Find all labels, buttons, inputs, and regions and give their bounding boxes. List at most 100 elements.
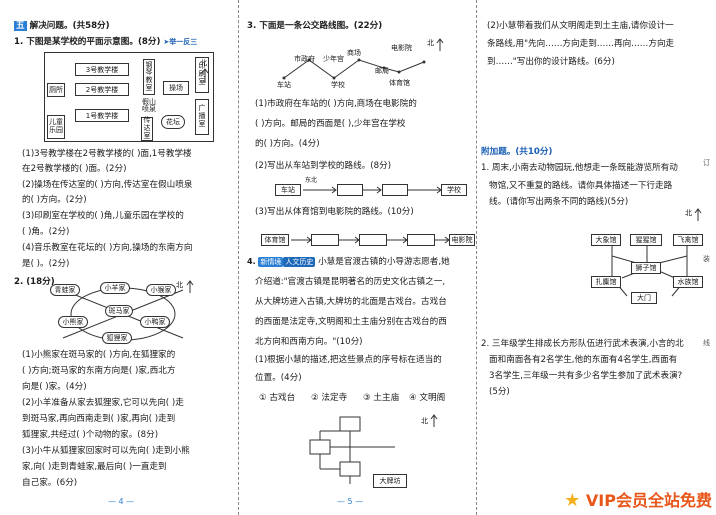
bird-hall: 飞禽馆: [673, 234, 703, 246]
q4-line: 从大牌坊进入古镇,大牌坊的北面是古戏台。古戏台: [255, 297, 447, 307]
route2-start: 体育馆: [261, 234, 289, 246]
mail-room: 传达室: [141, 117, 153, 141]
q3-title: 3. 下面是一条公交路线图。(22分): [247, 21, 383, 31]
fountain: 假山喷泉: [142, 98, 156, 113]
stop-cinema: 电影院: [391, 44, 412, 52]
q4-line: 位置。(4分): [255, 373, 302, 383]
route1-start: 车站: [275, 184, 301, 196]
stop-school: 学校: [331, 81, 345, 89]
page-4-column: 五 解决问题。(共58分) 1. 下图是某学校的平面示意图。(8分) ➤举一反三…: [0, 0, 238, 515]
q3-line: (1)市政府在车站的( )方向,商场在电影院的: [255, 99, 417, 109]
q3-line: 的( )方向。(4分): [255, 139, 320, 149]
toilet: 厕所: [47, 83, 65, 97]
section-heading: 五 解决问题。(共58分): [14, 21, 110, 31]
q4-line: 北方向和西南方向。"(10分): [255, 337, 363, 347]
q1-line: (4)音乐教室在花坛的( )方向,操场的东南方向: [22, 243, 193, 253]
stop-station: 车站: [277, 81, 291, 89]
binding-mark: 订: [703, 159, 710, 167]
kindergarten: 儿童乐园: [47, 115, 65, 139]
binding-mark: 线: [703, 339, 710, 347]
watermark: ★ VIP会员全站免费: [564, 487, 712, 511]
q1-line: 是( )。(2分): [22, 259, 70, 269]
stop-post: 邮局: [375, 67, 389, 75]
q1-line: (3)印刷室在学校的( )角,儿童乐园在学校的: [22, 211, 184, 221]
page-5-column: 3. 下面是一条公交路线图。(22分) 市政府 少年宫 商场 电影院 车站 学校…: [238, 0, 476, 515]
piano-room: 钢琴教室: [143, 59, 155, 95]
gate-box: 大牌坊: [373, 474, 407, 488]
e2-line: 2. 三年级学生排成长方形队伍进行武术表演,小言的北: [481, 339, 684, 349]
e2-line: (5分): [489, 387, 510, 397]
q2-title: 2. (18分): [14, 277, 55, 287]
option-4: ④ 文明阁: [409, 393, 446, 403]
town-diagram: [309, 416, 395, 484]
route1-blank[interactable]: [382, 184, 408, 196]
q1-line: ( )角。(2分): [22, 227, 70, 237]
extra-title: 附加题。(共10分): [481, 147, 553, 157]
q2-line: (2)小羊准备从家去狐狸家,它可以先向( )走: [22, 398, 184, 408]
north-arrow-icon: [186, 280, 194, 293]
option-1: ① 古戏台: [259, 393, 296, 403]
north-arrow-icon: [201, 68, 209, 83]
building-1: 1号教学楼: [75, 109, 129, 122]
frog-home: 青蛙家: [50, 284, 80, 296]
north-label: 北: [200, 59, 207, 67]
print-room: 印刷室: [195, 57, 209, 93]
q4-first-line: 小慧是官渡古镇的小导游志愿者,她: [318, 257, 450, 267]
building-3: 3号教学楼: [75, 63, 129, 76]
page-number: — 5 —: [337, 497, 364, 506]
north-label: 北: [685, 209, 692, 217]
bus-route-lines: [282, 58, 426, 80]
stop-youth: 少年宫: [323, 55, 344, 63]
section-title: 解决问题。(共58分): [29, 21, 110, 31]
q1-line: (1)3号教学楼在2号教学楼的( )面,1号教学楼: [22, 149, 192, 159]
elephant-hall: 大象馆: [591, 234, 621, 246]
q4-line: 介绍道:"官渡古镇是昆明著名的历史文化古镇之一,: [255, 277, 446, 287]
stop-mall: 商场: [347, 49, 361, 57]
north-arrow-icon: [436, 38, 444, 51]
route2-blank[interactable]: [359, 234, 387, 246]
e1-line: 物馆,又不重复的路线。请你具体描述一下行走路: [489, 181, 673, 191]
q4-2-line: 到……"写出你的设计路线。(6分): [487, 57, 615, 67]
duck-home: 小鸭家: [140, 316, 170, 328]
watermark-text: VIP会员全站免费: [585, 491, 712, 510]
q2-line: (3)小牛从狐狸家回家时可以先向( )走到小熊: [22, 446, 190, 456]
route2-blank[interactable]: [407, 234, 435, 246]
q4-line: 的西面是法定寺,文明阁和土主庙分别在古戏台的西: [255, 317, 447, 327]
extra-column: (2)小慧带着我们从文明阁走到土主庙,请你设计一 条路线,用"先向……方向走到……: [476, 0, 716, 515]
q4-line: (1)根据小慧的描述,把这些景点的序号标在适当的: [255, 355, 442, 365]
route2-blank[interactable]: [311, 234, 339, 246]
monkey-home: 小猴家: [146, 284, 176, 296]
playground: 操场: [163, 81, 189, 95]
panda-hall: 猩猩馆: [630, 234, 662, 246]
q3-line: ( )方向。邮局的西面是( ),少年宫在学校: [255, 119, 406, 129]
q1-tag[interactable]: ➤举一反三: [163, 38, 198, 46]
e2-line: 面和南面各有2名学生,他的东面有4名学生,西面有: [489, 355, 678, 365]
north-arrow-icon: [430, 414, 438, 427]
page-number: — 4 —: [108, 497, 135, 506]
q4-line: 4. 新情境人文历史 小慧是官渡古镇的小导游志愿者,她: [247, 257, 450, 267]
stop-gov: 市政府: [294, 55, 315, 63]
q4-2-line: (2)小慧带着我们从文明阁走到土主庙,请你设计一: [487, 21, 674, 31]
route1-arrows-icon: [303, 186, 441, 194]
star-icon: ★: [564, 490, 581, 511]
e1-line: 线。(请你写出两条不同的路线)(5分): [489, 197, 629, 207]
q2-line: 自己家。(6分): [22, 478, 78, 488]
route1-blank[interactable]: [337, 184, 363, 196]
q1-line: 的( )方向。(2分): [22, 195, 87, 205]
route2-end: 电影院: [449, 234, 475, 246]
q2-line: 狐狸家,共经过( )个动物的家。(8分): [22, 430, 159, 440]
zebra-home: 斑马家: [105, 305, 133, 317]
sheep-home: 小羊家: [100, 282, 130, 294]
north-arrow-icon: [694, 208, 702, 221]
q2-line: 家,向( )走到青蛙家,最后向( )一直走到: [22, 462, 167, 472]
zoo-gate: 大门: [631, 292, 657, 304]
option-3: ③ 土主庙: [363, 393, 400, 403]
q3-line: (2)写出从车站到学校的路线。(8分): [255, 161, 392, 171]
north-label: 北: [176, 281, 183, 289]
deer-hall: 扎麋馆: [591, 276, 621, 288]
option-2: ② 法定寺: [311, 393, 348, 403]
e1-line: 1. 周末,小南去动物园玩,他想走一条既能游览所有动: [481, 163, 678, 173]
school-map: 3号教学楼 2号教学楼 1号教学楼 厕所 儿童乐园 钢琴教室 假山喷泉 操场 印…: [44, 52, 214, 142]
aqua-hall: 水族馆: [673, 276, 703, 288]
building-2: 2号教学楼: [75, 83, 129, 96]
